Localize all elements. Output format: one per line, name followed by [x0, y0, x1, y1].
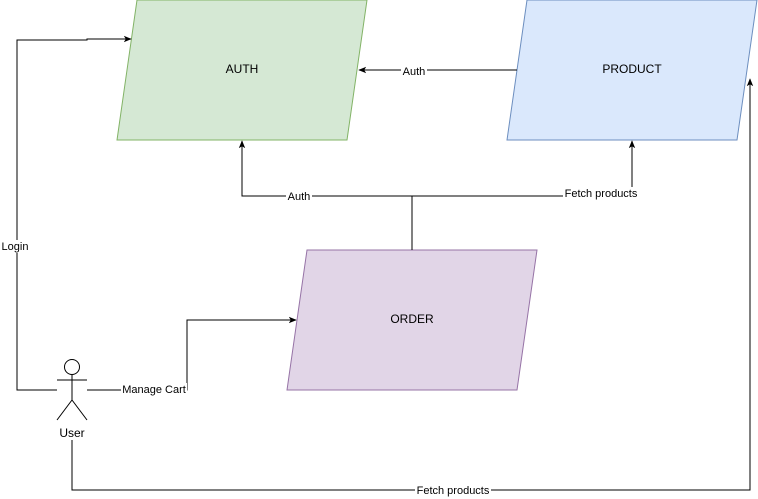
- order-node-label: ORDER: [390, 312, 434, 326]
- auth-node[interactable]: AUTH: [116, 0, 368, 141]
- edge-user-manage-cart[interactable]: Manage Cart: [87, 316, 297, 396]
- edge-order-to-auth[interactable]: Auth: [238, 140, 413, 250]
- user-actor[interactable]: User: [56, 359, 88, 441]
- edge-product-to-auth-label: Auth: [403, 66, 426, 78]
- auth-node-shape: [116, 0, 368, 141]
- product-node-shape: [506, 0, 758, 141]
- product-node-label: PRODUCT: [602, 62, 662, 76]
- edge-order-to-auth-label: Auth: [288, 191, 311, 203]
- stick-figure-icon: [56, 359, 88, 421]
- edge-user-fetch-products-label: Fetch products: [417, 485, 490, 497]
- order-node-shape: [286, 249, 538, 391]
- edge-user-manage-cart-label: Manage Cart: [122, 384, 186, 396]
- edge-order-to-product[interactable]: Fetch products: [412, 140, 639, 200]
- user-actor-label: User: [59, 426, 84, 440]
- product-node[interactable]: PRODUCT: [506, 0, 758, 141]
- auth-node-label: AUTH: [226, 62, 259, 76]
- edge-order-to-product-label: Fetch products: [565, 188, 638, 200]
- edge-product-to-auth[interactable]: Auth: [358, 64, 517, 78]
- edge-user-login[interactable]: Login: [1, 35, 132, 391]
- edge-user-fetch-products[interactable]: Fetch products: [71, 78, 754, 497]
- order-node[interactable]: ORDER: [286, 249, 538, 391]
- edge-user-login-label: Login: [2, 241, 29, 253]
